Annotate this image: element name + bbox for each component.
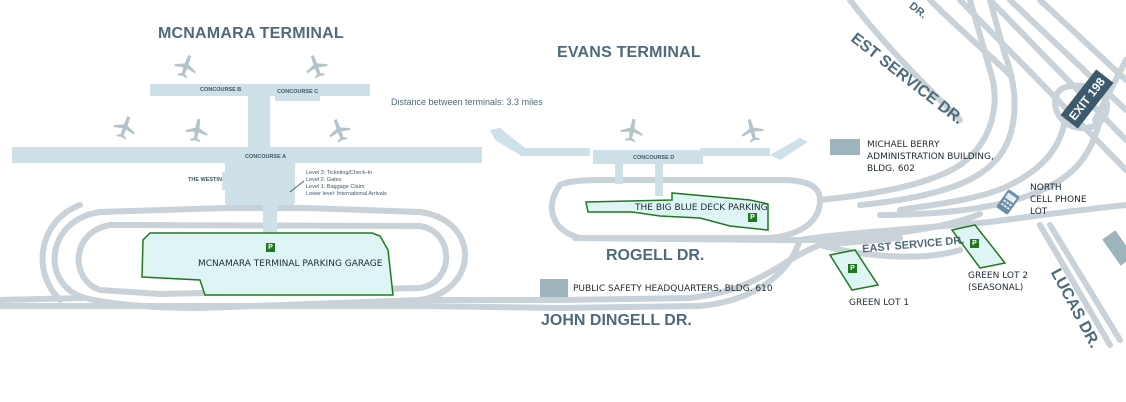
airplane-icon <box>306 55 328 79</box>
evans-terminal-title: EVANS TERMINAL <box>557 44 701 61</box>
admin-building-name: MICHAEL BERRY <box>867 140 940 150</box>
green-lot-1-label: GREEN LOT 1 <box>849 298 910 308</box>
concourse-c-label: CONCOURSE C <box>277 89 319 95</box>
admin-building-label: MICHAEL BERRY ADMINISTRATION BUILDING, B… <box>867 139 994 175</box>
airplane-icon <box>185 118 208 143</box>
admin-building <box>830 139 860 155</box>
evans-terminal-building <box>490 128 808 196</box>
concourse-b-label: CONCOURSE B <box>200 87 242 93</box>
airplane-icon-group <box>113 55 764 143</box>
parking-icon: P <box>266 243 275 252</box>
public-safety-label: PUBLIC SAFETY HEADQUARTERS, BLDG. 610 <box>573 284 773 294</box>
edge-building <box>1102 230 1126 266</box>
airplane-icon <box>113 116 135 140</box>
concourse-a-label: CONCOURSE A <box>245 154 287 160</box>
level-2-text: Level 2: Gates <box>306 177 342 183</box>
green-lot-2-note: (SEASONAL) <box>968 283 1024 293</box>
cell-lot-line-1: NORTH <box>1030 183 1062 193</box>
cell-phone-icon <box>996 189 1020 215</box>
john-dingell-dr-label: JOHN DINGELL DR. <box>541 312 692 329</box>
distance-note: Distance between terminals: 3.3 miles <box>391 97 543 107</box>
level-1-text: Level 1: Baggage Claim <box>306 184 365 190</box>
terminal-levels-note: Level 3: Ticketing/Check-In Level 2: Gat… <box>306 170 387 198</box>
airplane-icon <box>620 118 643 143</box>
mcnamara-terminal-title: MCNAMARA TERMINAL <box>158 25 344 42</box>
lower-level-text: Lower level: International Arrivals <box>306 191 387 197</box>
level-3-text: Level 3: Ticketing/Check-In <box>306 170 373 176</box>
cell-lot-line-2: CELL PHONE <box>1030 195 1087 205</box>
admin-building-number: BLDG. 602 <box>867 164 915 174</box>
green-lot-2-label: GREEN LOT 2 (SEASONAL) <box>968 270 1028 294</box>
mcnamara-terminal-building <box>12 84 482 235</box>
mcnamara-garage-label: MCNAMARA TERMINAL PARKING GARAGE <box>198 259 383 269</box>
westin-label: THE WESTIN <box>188 177 222 183</box>
airplane-icon <box>741 118 764 143</box>
big-blue-deck-label: THE BIG BLUE DECK PARKING <box>635 203 768 213</box>
concourse-d-label: CONCOURSE D <box>633 155 675 161</box>
public-safety-building <box>540 279 568 297</box>
airplane-icon <box>174 55 196 79</box>
admin-building-name-2: ADMINISTRATION BUILDING, <box>867 152 994 162</box>
parking-icon: P <box>970 239 979 248</box>
airplane-icon <box>329 119 351 143</box>
cell-lot-line-3: LOT <box>1030 207 1048 217</box>
mcnamara-parking-garage <box>141 232 394 296</box>
parking-icon: P <box>848 264 857 273</box>
big-blue-deck-parking <box>585 192 769 231</box>
levels-leader-line <box>289 180 305 193</box>
parking-icon: P <box>748 213 757 222</box>
cell-phone-lot-label: NORTH CELL PHONE LOT <box>1030 182 1087 218</box>
rogell-dr-label: ROGELL DR. <box>606 247 705 264</box>
green-lot-2-name: GREEN LOT 2 <box>968 271 1029 281</box>
